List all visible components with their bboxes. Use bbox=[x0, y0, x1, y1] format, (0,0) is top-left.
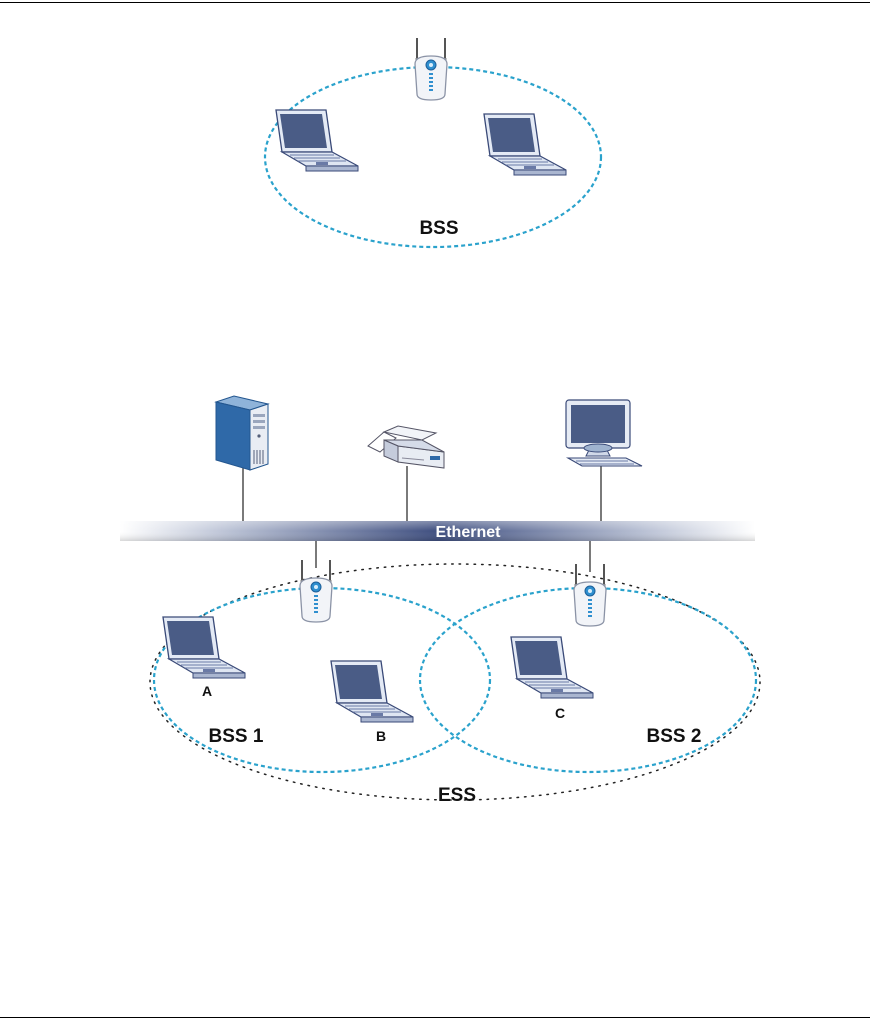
bss1-label: BSS 1 bbox=[209, 726, 264, 747]
ess-label: ESS bbox=[438, 785, 476, 806]
laptop-icon bbox=[163, 617, 245, 678]
server-icon bbox=[216, 396, 268, 470]
ethernet-label: Ethernet bbox=[436, 524, 502, 541]
laptop-icon bbox=[331, 661, 413, 722]
access-point-icon bbox=[300, 560, 332, 622]
station-b-label: B bbox=[376, 728, 386, 744]
workstation-icon bbox=[566, 400, 642, 466]
station-a-label: A bbox=[202, 683, 212, 699]
laptop-icon bbox=[484, 114, 566, 175]
printer-icon bbox=[368, 426, 444, 468]
laptop-icon bbox=[511, 637, 593, 698]
bss-label: BSS bbox=[419, 218, 458, 239]
laptop-icon bbox=[276, 110, 358, 171]
ess-coverage-ellipse bbox=[150, 564, 760, 800]
ess-diagram: Ethernet A B C BSS 1 BSS 2 ESS bbox=[120, 396, 760, 806]
station-c-label: C bbox=[555, 705, 565, 721]
bss2-label: BSS 2 bbox=[647, 726, 702, 747]
access-point-icon bbox=[574, 564, 606, 626]
ethernet-bus: Ethernet bbox=[120, 521, 755, 541]
bss-diagram: BSS bbox=[265, 38, 601, 247]
access-point-icon bbox=[415, 38, 447, 100]
